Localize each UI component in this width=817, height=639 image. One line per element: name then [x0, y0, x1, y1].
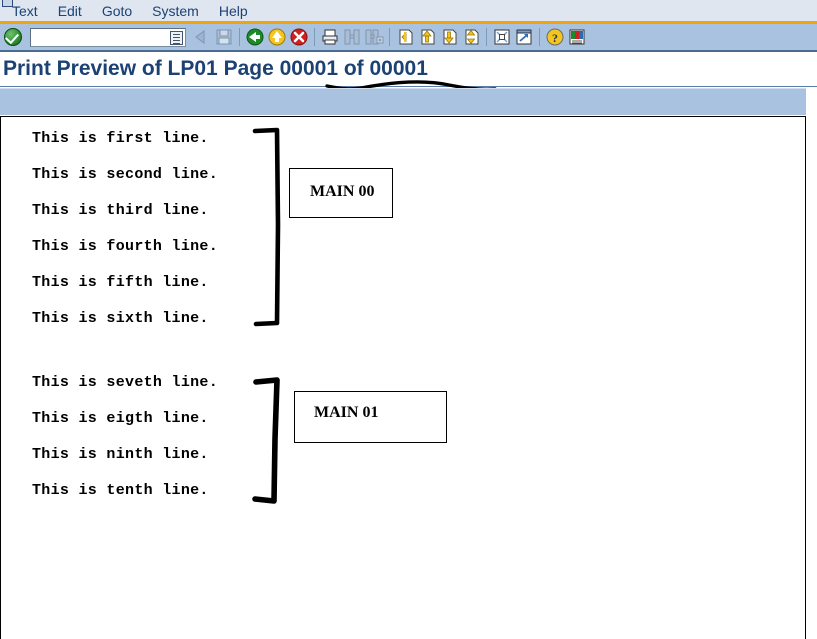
- svg-text:?: ?: [552, 31, 558, 45]
- document-line: This is fourth line.: [32, 238, 219, 255]
- command-input[interactable]: [33, 28, 171, 46]
- new-window-icon[interactable]: [513, 26, 535, 48]
- find-next-icon: [363, 26, 385, 48]
- document-line: This is fifth line.: [32, 274, 209, 291]
- annotation-box-main-00: MAIN 00: [289, 168, 393, 218]
- document-line: This is seveth line.: [32, 374, 219, 391]
- document-line: This is first line.: [32, 130, 209, 147]
- window-system-icon[interactable]: [2, 0, 13, 7]
- page-title: Print Preview of LP01 Page 00001 of 0000…: [3, 57, 428, 80]
- menu-item-text[interactable]: Text: [12, 3, 38, 19]
- help-icon[interactable]: ?: [544, 26, 566, 48]
- title-bar: Print Preview of LP01 Page 00001 of 0000…: [0, 52, 817, 87]
- document-line: This is third line.: [32, 202, 209, 219]
- customize-layout-icon[interactable]: [566, 26, 588, 48]
- annotation-bracket-main-00: [252, 127, 281, 327]
- toolbar-separator: [314, 28, 315, 46]
- next-page-icon[interactable]: [438, 26, 460, 48]
- enter-check-icon[interactable]: [2, 26, 24, 48]
- menu-item-edit[interactable]: Edit: [57, 3, 82, 19]
- document-line: This is ninth line.: [32, 446, 209, 463]
- annotation-bracket-main-01: [252, 377, 280, 504]
- enter-check-disc: [4, 28, 22, 46]
- menu-bar: Text Edit Goto System Help: [0, 0, 817, 24]
- toolbar-separator: [486, 28, 487, 46]
- document-line: This is second line.: [32, 166, 219, 183]
- find-icon: [341, 26, 363, 48]
- document-line: This is sixth line.: [32, 310, 209, 327]
- menu-item-help[interactable]: Help: [218, 3, 248, 19]
- toolbar-separator: [239, 28, 240, 46]
- toolbar-separator: [389, 28, 390, 46]
- back-arrow-icon: [191, 26, 213, 48]
- print-icon[interactable]: [319, 26, 341, 48]
- previous-page-icon[interactable]: [416, 26, 438, 48]
- command-field[interactable]: [30, 27, 186, 47]
- exit-yellow-icon[interactable]: [266, 26, 288, 48]
- first-page-icon[interactable]: [394, 26, 416, 48]
- menu-bar-items: Text Edit Goto System Help: [10, 3, 250, 20]
- command-field-dropdown-icon[interactable]: [170, 30, 183, 45]
- annotation-box-main-01-label: MAIN 01: [314, 404, 379, 421]
- annotation-box-main-00-label: MAIN 00: [310, 183, 375, 200]
- document-line: This is tenth line.: [32, 482, 209, 499]
- fullscreen-icon[interactable]: [491, 26, 513, 48]
- cancel-red-icon[interactable]: [288, 26, 310, 48]
- back-green-icon[interactable]: [244, 26, 266, 48]
- document-line: This is eigth line.: [32, 410, 209, 427]
- menu-item-goto[interactable]: Goto: [101, 3, 133, 19]
- toolbar: ?: [0, 24, 817, 52]
- print-preview-page: This is first line. This is second line.…: [0, 116, 806, 639]
- annotation-box-main-01: MAIN 01: [294, 391, 447, 443]
- save-icon: [213, 26, 235, 48]
- last-page-icon[interactable]: [460, 26, 482, 48]
- toolbar-separator: [539, 28, 540, 46]
- menu-item-system[interactable]: System: [152, 3, 199, 19]
- preview-toolbar-band: [0, 88, 806, 115]
